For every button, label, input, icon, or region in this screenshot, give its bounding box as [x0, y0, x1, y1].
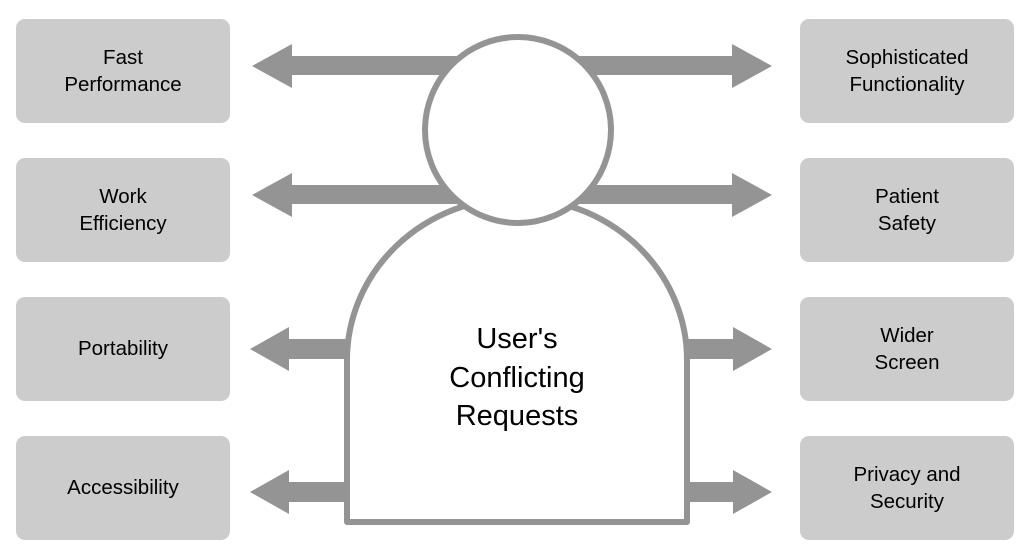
arrow-group-left [250, 44, 520, 514]
left-box-work-efficiency[interactable]: Work Efficiency [16, 158, 230, 262]
arrow-right-row-3 [678, 327, 772, 371]
right-box-patient-safety[interactable]: Patient Safety [800, 158, 1014, 262]
arrow-left-row-2 [252, 173, 520, 217]
arrow-left-row-3 [250, 327, 355, 371]
person-silhouette-icon [344, 34, 690, 525]
arrow-right-row-4 [678, 470, 772, 514]
arrow-left-row-4 [250, 470, 355, 514]
person-head-shape [422, 34, 614, 226]
left-box-accessibility[interactable]: Accessibility [16, 436, 230, 540]
right-box-sophisticated-functionality[interactable]: Sophisticated Functionality [800, 19, 1014, 123]
right-box-wider-screen[interactable]: Wider Screen [800, 297, 1014, 401]
arrow-right-row-1 [504, 44, 772, 88]
arrow-group-right [504, 44, 772, 514]
arrow-right-row-2 [504, 173, 772, 217]
left-box-portability[interactable]: Portability [16, 297, 230, 401]
left-box-fast-performance[interactable]: Fast Performance [16, 19, 230, 123]
arrow-left-row-1 [252, 44, 520, 88]
center-label: User's Conflicting Requests [449, 323, 585, 433]
right-box-privacy-and-security[interactable]: Privacy and Security [800, 436, 1014, 540]
